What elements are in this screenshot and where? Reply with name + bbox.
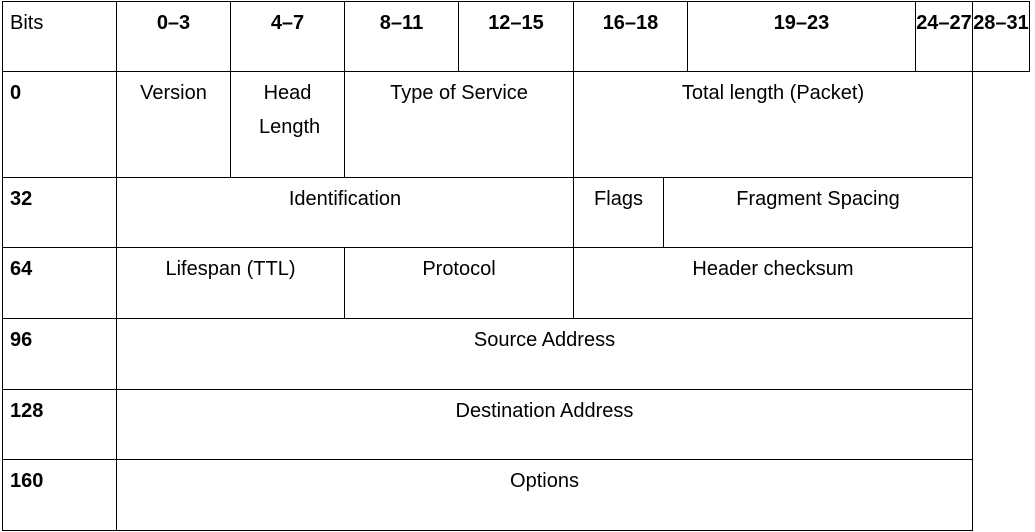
header-checksum-field: Header checksum <box>573 247 973 319</box>
source-address-label: Source Address <box>473 329 616 351</box>
bits-header-cell: Bits <box>2 1 117 72</box>
identification-field: Identification <box>116 177 574 248</box>
lifespan-label: Lifespan (TTL) <box>165 258 296 280</box>
bit-range-header: 19–23 <box>687 1 916 72</box>
header-row: Bits 0–3 4–7 8–11 12–15 16–18 19–23 24–2… <box>2 1 1030 72</box>
bit-range-label: 0–3 <box>156 12 191 34</box>
bit-range-header: 16–18 <box>573 1 688 72</box>
lifespan-field: Lifespan (TTL) <box>116 247 345 319</box>
version-label: Version <box>140 82 207 104</box>
destination-address-label: Destination Address <box>455 400 634 422</box>
table-row: 160 Options <box>2 459 1030 531</box>
options-field: Options <box>116 459 973 531</box>
bit-range-label: 16–18 <box>602 12 659 34</box>
protocol-label: Protocol <box>422 258 496 280</box>
table-row: 32 Identification Flags Fragment Spacing <box>2 177 1030 248</box>
bit-range-header: 8–11 <box>344 1 459 72</box>
table-row: 0 Version Head Length Type of Service To… <box>2 71 1030 178</box>
bit-range-label: 8–11 <box>379 12 424 34</box>
identification-label: Identification <box>288 188 402 210</box>
bit-offset-cell: 128 <box>2 389 117 460</box>
header-checksum-label: Header checksum <box>692 258 854 280</box>
flags-label: Flags <box>594 188 643 210</box>
bit-offset-cell: 96 <box>2 318 117 390</box>
type-of-service-label: Type of Service <box>390 82 528 104</box>
bit-offset-label: 160 <box>10 470 44 492</box>
table-row: 64 Lifespan (TTL) Protocol Header checks… <box>2 247 1030 319</box>
bit-offset-label: 128 <box>10 400 44 422</box>
options-label: Options <box>510 470 579 492</box>
head-length-label: Head Length <box>259 82 321 138</box>
version-field: Version <box>116 71 231 178</box>
head-length-field: Head Length <box>230 71 345 178</box>
total-length-label: Total length (Packet) <box>681 82 865 104</box>
source-address-field: Source Address <box>116 318 973 390</box>
bit-offset-label: 96 <box>10 329 33 351</box>
fragment-spacing-field: Fragment Spacing <box>663 177 973 248</box>
type-of-service-field: Type of Service <box>344 71 574 178</box>
bit-offset-cell: 160 <box>2 459 117 531</box>
fragment-spacing-label: Fragment Spacing <box>736 188 900 210</box>
bit-range-label: 12–15 <box>488 12 544 34</box>
bit-offset-label: 32 <box>10 188 33 210</box>
destination-address-field: Destination Address <box>116 389 973 460</box>
bit-range-header: 4–7 <box>230 1 345 72</box>
table-row: 96 Source Address <box>2 318 1030 390</box>
total-length-field: Total length (Packet) <box>573 71 973 178</box>
bit-offset-cell: 0 <box>2 71 117 178</box>
flags-field: Flags <box>573 177 664 248</box>
bit-range-label: 4–7 <box>270 12 305 34</box>
bit-range-header: 24–27 <box>915 1 973 72</box>
bit-range-label: 19–23 <box>773 12 830 34</box>
bit-range-label: 24–27 <box>916 12 972 34</box>
bits-header-label: Bits <box>10 12 44 34</box>
bit-offset-cell: 32 <box>2 177 117 248</box>
bit-range-header: 12–15 <box>458 1 574 72</box>
bit-offset-label: 0 <box>10 82 22 104</box>
bit-range-header: 28–31 <box>972 1 1030 72</box>
table-row: 128 Destination Address <box>2 389 1030 460</box>
bit-range-label: 28–31 <box>973 12 1029 34</box>
protocol-field: Protocol <box>344 247 574 319</box>
bit-range-header: 0–3 <box>116 1 231 72</box>
bit-offset-cell: 64 <box>2 247 117 319</box>
bit-offset-label: 64 <box>10 258 33 280</box>
